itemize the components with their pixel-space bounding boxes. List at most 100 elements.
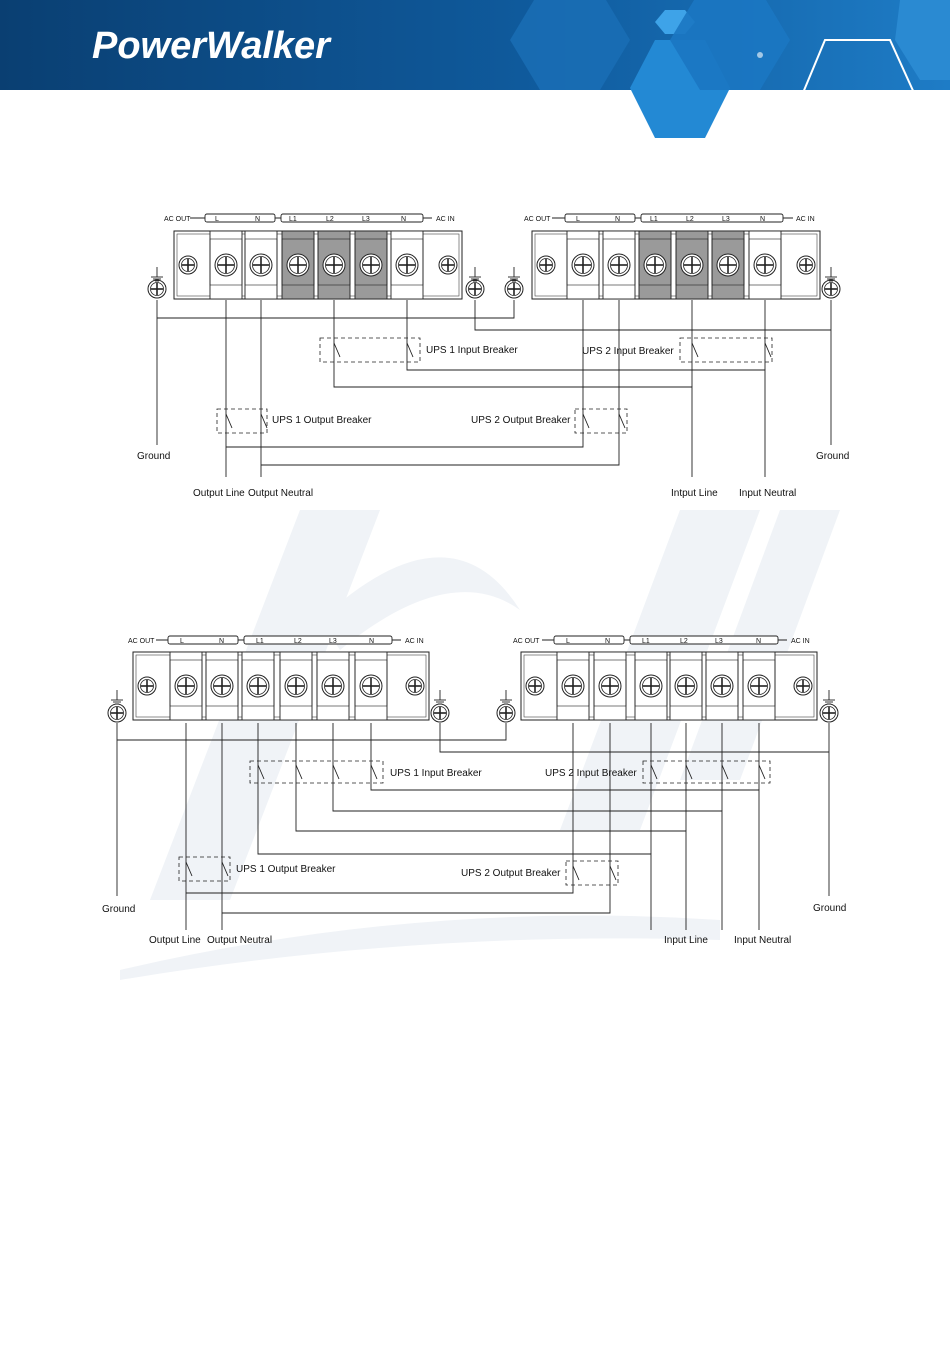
hex-shape	[895, 0, 950, 80]
ups1-output-breaker-label: UPS 1 Output Breaker	[236, 864, 336, 875]
ups2-output-breaker-label: UPS 2 Output Breaker	[461, 868, 561, 879]
terminal-label-strip-ups1: AC OUT AC IN L N L1 L2 L3 N	[128, 635, 424, 645]
ups2-output-breaker-label: UPS 2 Output Breaker	[471, 415, 571, 426]
output-neutral-label: Output Neutral	[248, 488, 313, 499]
ac-in-label: AC IN	[791, 638, 810, 645]
terminal	[742, 651, 776, 721]
ac-out-label: AC OUT	[513, 638, 540, 645]
breaker-ups1-output: UPS 1 Output Breaker	[178, 856, 336, 882]
ac-out-label: AC OUT	[164, 216, 191, 223]
terminal-block	[132, 651, 430, 721]
terminal	[638, 230, 672, 300]
terminal	[675, 230, 709, 300]
bar-label-l3: L3	[329, 638, 337, 645]
bar-label-l1: L1	[256, 638, 264, 645]
terminal	[354, 651, 388, 721]
bar-label-l2: L2	[680, 638, 688, 645]
terminal-block	[173, 230, 463, 300]
wiring	[116, 723, 830, 930]
terminal	[669, 651, 703, 721]
bar-label-l1: L1	[650, 216, 658, 223]
bar-label-l3: L3	[362, 216, 370, 223]
breaker-ups2-output: UPS 2 Output Breaker	[471, 408, 628, 434]
terminal-block	[520, 651, 818, 721]
output-line-label: Output Line	[149, 935, 201, 946]
bar-label-l1: L1	[642, 638, 650, 645]
terminal	[566, 230, 600, 300]
input-line-label: Input Line	[664, 935, 708, 946]
bar-label-n: N	[605, 638, 610, 645]
hex-shape	[510, 0, 630, 90]
ground-right-label: Ground	[813, 903, 846, 914]
bar-label-n: N	[756, 638, 761, 645]
breaker-ups2-input: UPS 2 Input Breaker	[545, 760, 771, 784]
terminal	[205, 651, 239, 721]
wiring-diagram-three-phase-input: AC OUT AC IN L N L1 L2 L3 N AC OUT AC IN…	[102, 635, 846, 946]
ac-in-label: AC IN	[436, 216, 455, 223]
ground-left-label: Ground	[102, 904, 135, 915]
terminal	[281, 230, 315, 300]
input-line-label: Intput Line	[671, 488, 718, 499]
breaker-ups2-output: UPS 2 Output Breaker	[461, 860, 619, 886]
breaker-ups1-input: UPS 1 Input Breaker	[319, 337, 518, 363]
bar-label-n: N	[401, 216, 406, 223]
ground-symbol	[151, 267, 837, 282]
terminal	[711, 230, 745, 300]
breaker-ups1-output: UPS 1 Output Breaker	[216, 408, 372, 434]
terminal-label-strip-ups2: AC OUT AC IN L N L1 L2 L3 N	[513, 635, 810, 645]
terminal	[556, 651, 590, 721]
terminal	[634, 651, 668, 721]
bar-label-l3: L3	[722, 216, 730, 223]
ground-left-label: Ground	[137, 451, 170, 462]
terminal	[279, 651, 313, 721]
terminal	[354, 230, 388, 300]
output-neutral-label: Output Neutral	[207, 935, 272, 946]
bar-label-l: L	[180, 638, 184, 645]
terminal	[241, 651, 275, 721]
header-background	[0, 0, 950, 90]
ups1-input-breaker-label: UPS 1 Input Breaker	[390, 768, 482, 779]
ac-out-label: AC OUT	[128, 638, 155, 645]
ups1-output-breaker-label: UPS 1 Output Breaker	[272, 415, 372, 426]
ups2-input-breaker-label: UPS 2 Input Breaker	[545, 768, 637, 779]
ac-in-label: AC IN	[796, 216, 815, 223]
header-banner: PowerWalker	[0, 0, 950, 138]
ground-symbol	[111, 690, 835, 705]
terminal	[593, 651, 627, 721]
terminal	[209, 230, 243, 300]
brand-logo: PowerWalker	[92, 25, 332, 67]
terminal	[390, 230, 424, 300]
output-line-label: Output Line	[193, 488, 245, 499]
bar-label-l: L	[566, 638, 570, 645]
bar-label-n: N	[615, 216, 620, 223]
bar-label-l3: L3	[715, 638, 723, 645]
input-neutral-label: Input Neutral	[734, 935, 791, 946]
wiring	[156, 300, 832, 477]
ground-right-label: Ground	[816, 451, 849, 462]
ups2-input-breaker-label: UPS 2 Input Breaker	[582, 346, 674, 357]
terminal	[602, 230, 636, 300]
ac-in-label: AC IN	[405, 638, 424, 645]
terminal	[748, 230, 782, 300]
terminal	[317, 230, 351, 300]
terminal-label-strip-ups1: AC OUT AC IN L N L1 L2 L3 N	[164, 213, 455, 223]
bar-label-l: L	[215, 216, 219, 223]
breaker-ups2-input: UPS 2 Input Breaker	[582, 337, 773, 363]
bar-label-l: L	[576, 216, 580, 223]
terminal-block	[531, 230, 821, 300]
bar-label-l2: L2	[686, 216, 694, 223]
circuit-line	[735, 39, 950, 101]
ac-out-label: AC OUT	[524, 216, 551, 223]
bar-label-l1: L1	[289, 216, 297, 223]
bar-label-n: N	[760, 216, 765, 223]
ups1-input-breaker-label: UPS 1 Input Breaker	[426, 345, 518, 356]
terminal	[244, 230, 278, 300]
terminal	[705, 651, 739, 721]
bar-label-n: N	[369, 638, 374, 645]
bar-label-l2: L2	[326, 216, 334, 223]
terminal	[316, 651, 350, 721]
bar-label-l2: L2	[294, 638, 302, 645]
bar-label-n: N	[219, 638, 224, 645]
input-neutral-label: Input Neutral	[739, 488, 796, 499]
bar-label-n: N	[255, 216, 260, 223]
